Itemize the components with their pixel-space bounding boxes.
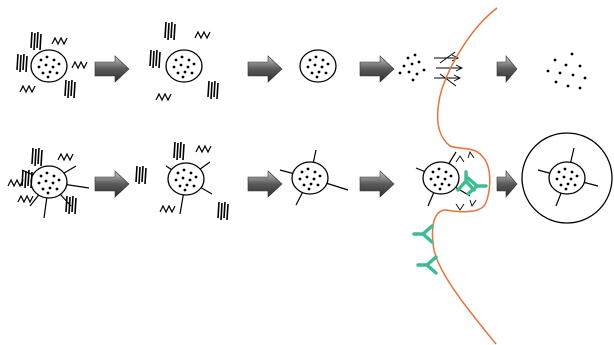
receptor-icon (416, 255, 438, 275)
block-arrow-icon (94, 55, 130, 83)
top-arrow-1 (94, 55, 130, 83)
bottom-arrow-2 (247, 170, 283, 198)
top-stage-5-scattered-contents (546, 52, 587, 90)
top-stage-1-particle-many-ligands (16, 31, 88, 99)
bottom-stage-3-particle-stalks (279, 149, 349, 206)
block-arrow-icon (359, 55, 395, 83)
block-arrow-icon (247, 170, 283, 198)
block-arrow-icon (247, 55, 283, 83)
bottom-stage-2-particle-fewer-ligands-stalks (135, 141, 229, 221)
top-stage-3-bare-particle (300, 50, 336, 82)
top-stage-2-particle-fewer-ligands (149, 21, 219, 101)
membrane-curve (431, 7, 498, 345)
bottom-stage-5-particle-in-vesicle (521, 132, 613, 224)
top-arrow-4 (496, 55, 518, 83)
bottom-arrow-3 (359, 170, 395, 198)
bottom-arrow-4 (496, 170, 518, 198)
block-arrow-icon (496, 170, 518, 198)
block-arrow-icon (94, 170, 130, 198)
bottom-arrow-1 (94, 170, 130, 198)
bottom-stage-4-particle-engulfed (415, 150, 488, 211)
release-arrows-icon (434, 51, 464, 87)
ligand-comb-icon (30, 31, 42, 51)
bottom-stage-1-particle-ligands-stalks (7, 147, 90, 219)
top-arrow-3 (359, 55, 395, 83)
receptor-icon (412, 224, 434, 244)
top-stage-4-dispersing-contents (398, 51, 464, 87)
block-arrow-icon (496, 55, 518, 83)
block-arrow-icon (359, 170, 395, 198)
top-arrow-2 (247, 55, 283, 83)
small-arrowheads (455, 150, 477, 211)
